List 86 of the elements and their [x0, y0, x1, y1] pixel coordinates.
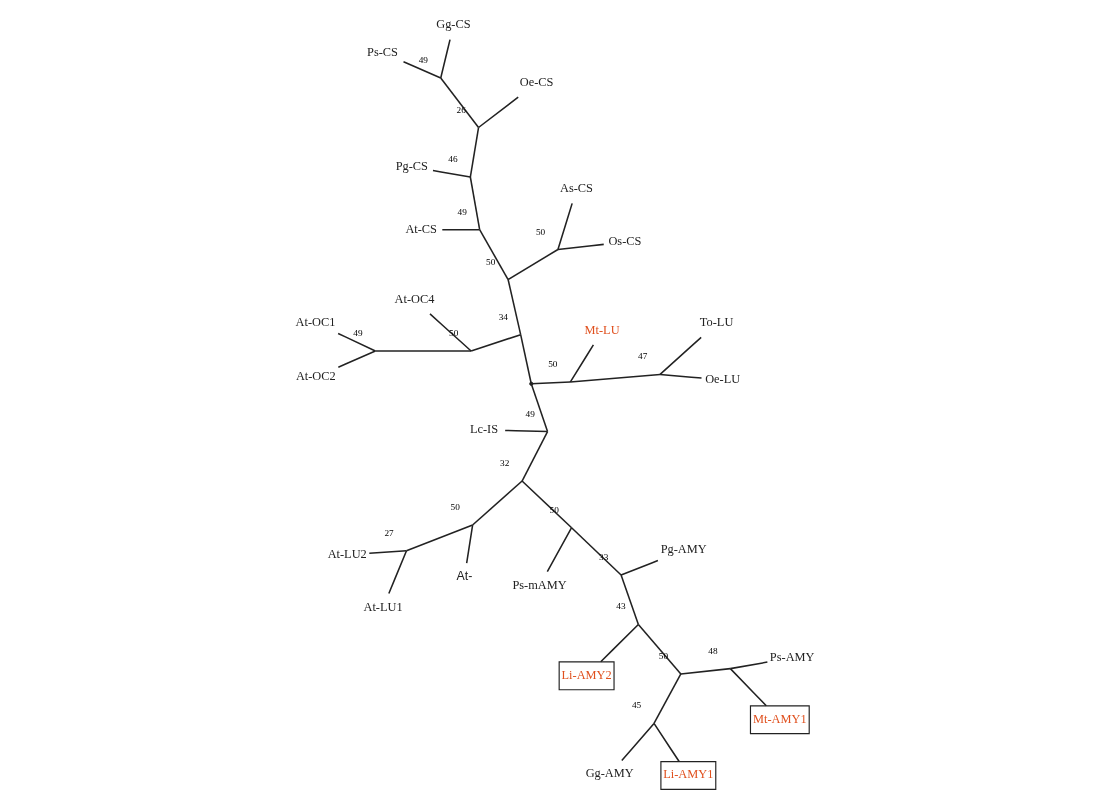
node-text: Oe-CS [519, 75, 553, 89]
connector [620, 722, 655, 762]
connector [637, 623, 682, 675]
node-label: 46 [447, 154, 458, 165]
node-label: 49 [352, 328, 363, 339]
connector [530, 383, 548, 433]
node-label: 50 [535, 226, 545, 237]
node-label: 34 [498, 311, 508, 322]
node-text: As-CS [559, 181, 593, 196]
node-text: At-OC2 [295, 369, 336, 384]
connector [469, 333, 521, 352]
node-box: Li-AMY1 [659, 761, 716, 790]
connector [520, 430, 548, 482]
node-label: 27 [383, 527, 394, 538]
connector [387, 549, 407, 595]
connector [530, 381, 571, 385]
connector [374, 350, 472, 352]
connector [469, 126, 479, 178]
connector [652, 673, 682, 725]
node-label: 47 [637, 351, 647, 362]
node-text: Pg-CS [395, 158, 428, 173]
connector [568, 373, 661, 383]
connector [658, 336, 702, 376]
connector [556, 243, 604, 251]
node-text: Ps-AMY [769, 649, 814, 664]
node-text: Ps-CS [366, 44, 398, 59]
connector [506, 278, 521, 336]
node-text: At- [456, 569, 472, 584]
node-label: 48 [707, 645, 718, 656]
connector [478, 228, 509, 281]
node-text: Gg-AMY [585, 766, 634, 781]
node-label: 49 [457, 206, 467, 217]
connector [477, 96, 519, 129]
node-text: To-LU [699, 315, 733, 330]
node-label: 49 [525, 408, 535, 419]
node-text: Gg-CS [435, 17, 471, 32]
node-text: At-LU2 [327, 546, 367, 561]
connector [556, 202, 573, 251]
connector [337, 350, 376, 368]
connector [368, 549, 407, 554]
connector [599, 623, 639, 663]
node-text: At-OC1 [295, 314, 335, 329]
connector [336, 332, 376, 352]
connector [619, 559, 659, 576]
node-label: 50 [485, 256, 495, 267]
connector [519, 333, 532, 385]
connector [520, 480, 572, 529]
connector [439, 77, 479, 129]
node-box: Mt-AMY1 [749, 705, 810, 735]
connector [506, 248, 559, 281]
connector [469, 176, 480, 231]
connector [471, 480, 523, 526]
node-text: Os-CS [607, 233, 641, 248]
node-point [528, 381, 533, 386]
node-text: Ps-mAMY [511, 577, 567, 592]
node-label: 49 [418, 54, 428, 65]
connector [652, 722, 680, 763]
node-label: 45 [631, 700, 641, 711]
node-text: Pg-AMY [660, 542, 707, 557]
connector [405, 524, 473, 552]
connector [428, 313, 472, 352]
node-text: At-OC4 [394, 291, 434, 306]
node-text: Lc-IS [469, 421, 498, 436]
node-text: Mt-LU [584, 322, 620, 337]
connector [441, 228, 480, 231]
connector [439, 38, 451, 79]
node-text: At-CS [404, 221, 437, 236]
node-label: 43 [615, 601, 626, 612]
connector [679, 667, 731, 675]
connector [465, 524, 473, 564]
connector [568, 344, 594, 383]
connector [431, 169, 471, 178]
node-box: Li-AMY2 [558, 661, 615, 691]
connector [619, 574, 639, 626]
connector [729, 661, 768, 670]
connector [503, 429, 548, 433]
node-text: Oe-LU [704, 371, 740, 386]
connector [570, 526, 622, 576]
connector [729, 667, 767, 707]
connector [658, 373, 702, 379]
node-label: 32 [499, 458, 509, 469]
connector [546, 526, 572, 573]
connector [402, 60, 441, 79]
node-label: 50 [547, 359, 557, 370]
node-label: 50 [450, 502, 460, 513]
node-text: At-LU1 [362, 599, 403, 614]
